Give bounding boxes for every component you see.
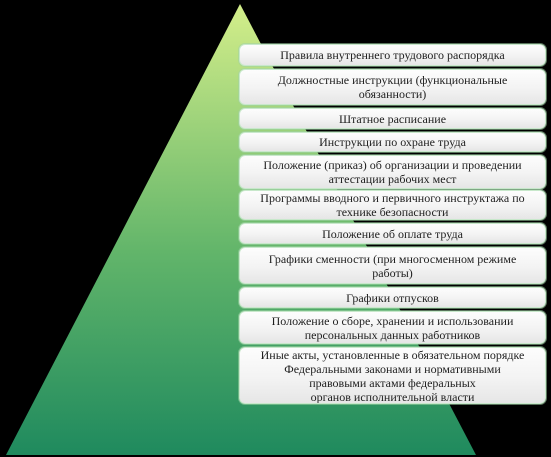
item-vacation-schedules: Графики отпусков xyxy=(239,287,546,308)
item-job-descriptions: Должностные инструкции (функциональные о… xyxy=(239,69,546,105)
item-labor-safety-instructions: Инструкции по охране труда xyxy=(239,132,546,152)
item-shift-schedules: Графики сменности (при многосменном режи… xyxy=(239,247,546,284)
item-remuneration-regulation: Положение об оплате труда xyxy=(239,223,546,244)
item-personal-data-regulation: Положение о сборе, хранении и использова… xyxy=(239,311,546,344)
item-internal-labor-rules: Правила внутреннего трудового распорядка xyxy=(239,44,546,66)
item-workplace-certification-regulation: Положение (приказ) об организации и пров… xyxy=(239,155,546,189)
item-staffing-table: Штатное расписание xyxy=(239,108,546,129)
item-other-acts: Иные акты, установленные в обязательном … xyxy=(239,347,546,404)
item-safety-briefing-programs: Программы вводного и первичного инструкт… xyxy=(239,190,546,220)
